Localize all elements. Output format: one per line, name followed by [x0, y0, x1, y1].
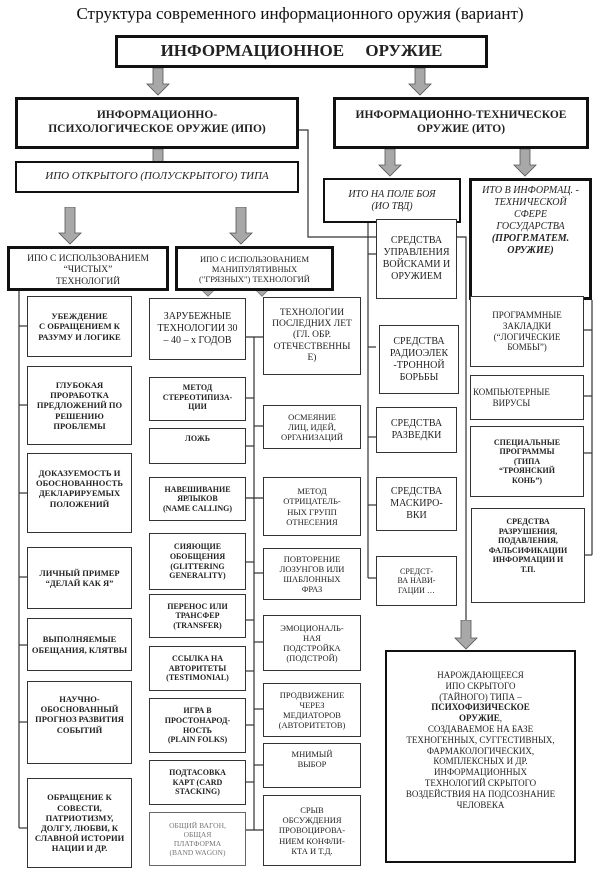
box-clean-technologies: ИПО С ИСПОЛЬЗОВАНИЕМ “ЧИСТЫХ” ТЕХНОЛОГИЙ	[7, 246, 169, 291]
clean-item: ВЫПОЛНЯЕМЫЕ ОБЕЩАНИЯ, КЛЯТВЫ	[27, 618, 132, 671]
hidden-pre: НАРОЖДАЮЩЕЕСЯ ИПО СКРЫТОГО (ТАЙНОГО) ТИП…	[437, 670, 524, 702]
clean-item: УБЕЖДЕНИЕ С ОБРАЩЕНИЕМ К РАЗУМУ И ЛОГИКЕ	[27, 296, 132, 357]
battle-item: СРЕДСТВА УПРАВЛЕНИЯ ВОЙСКАМИ И ОРУЖИЕМ	[376, 219, 457, 299]
info-item: ПРОГРАММНЫЕ ЗАКЛАДКИ (“ЛОГИЧЕСКИЕ БОМБЫ”…	[470, 296, 584, 367]
clean-item: ГЛУБОКАЯ ПРОРАБОТКА ПРЕДЛОЖЕНИЙ ПО РЕШЕН…	[27, 366, 132, 445]
info-item: КОМПЬЮТЕРНЫЕ ВИРУСЫ	[470, 375, 584, 420]
battle-item: СРЕДСТ- ВА НАВИ- ГАЦИИ …	[376, 556, 457, 606]
box-dirty-technologies: ИПО С ИСПОЛЬЗОВАНИЕМ МАНИПУЛЯТИВНЫХ ("ГР…	[175, 246, 334, 291]
dirty-item-domestic: ОСМЕЯНИЕ ЛИЦ, ИДЕЙ, ОРГАНИЗАЦИЙ	[263, 405, 361, 449]
dirty-item-domestic: СРЫВ ОБСУЖДЕНИЯ ПРОВОЦИРОВА- НИЕМ КОНФЛИ…	[263, 795, 361, 866]
battle-item: СРЕДСТВА РАДИОЭЛЕК -ТРОННОЙ БОРЬБЫ	[379, 325, 459, 394]
ito-info-label: ИТО В ИНФОРМАЦ. - ТЕХНИЧЕСКОЙ СФЕРЕ ГОСУ…	[482, 185, 579, 232]
diagram-title: Структура современного информационного о…	[76, 4, 524, 23]
arrow-down-icon	[408, 68, 432, 96]
ito-info-bold-label: (ПРОГР.МАТЕМ. ОРУЖИЕ)	[491, 233, 570, 256]
dirty-item-foreign: МЕТОД СТЕРЕОТИПИЗА- ЦИИ	[149, 377, 246, 421]
clean-item: ДОКАЗУЕМОСТЬ И ОБОСНОВАННОСТЬ ДЕКЛАРИРУЕ…	[27, 453, 132, 533]
box-ipo-open: ИПО ОТКРЫТОГО (ПОЛУСКРЫТОГО) ТИПА	[15, 161, 299, 193]
dirty-item-foreign: ОБЩИЙ ВАГОН, ОБЩАЯ ПЛАТФОРМА (BAND WAGON…	[149, 812, 246, 866]
dirty-item-foreign: ЗАРУБЕЖНЫЕ ТЕХНОЛОГИИ 30 – 40 – х ГОДОВ	[149, 298, 246, 360]
box-ito-battlefield: ИТО НА ПОЛЕ БОЯ (ИО ТВД)	[323, 178, 461, 223]
info-item: СПЕЦИАЛЬНЫЕ ПРОГРАММЫ (ТИПА “ТРОЯНСКИЙ К…	[470, 426, 584, 497]
clean-item: ЛИЧНЫЙ ПРИМЕР “ДЕЛАЙ КАК Я”	[27, 547, 132, 609]
arrow-down-icon	[454, 620, 478, 650]
arrow-down-icon	[513, 149, 537, 177]
dirty-item-foreign: НАВЕШИВАНИЕ ЯРЛЫКОВ (NAME CALLING)	[149, 477, 246, 521]
battle-item: СРЕДСТВА РАЗВЕДКИ	[376, 407, 457, 453]
box-information-weapon: ИНФОРМАЦИОННОЕ ОРУЖИЕ	[115, 35, 488, 68]
hidden-bold: ПСИХОФИЗИЧЕСКОЕ ОРУЖИЕ	[431, 702, 530, 724]
dirty-item-foreign: ССЫЛКА НА АВТОРИТЕТЫ (TESTIMONIAL)	[149, 646, 246, 691]
box-ito: ИНФОРМАЦИОННО-ТЕХНИЧЕСКОЕ ОРУЖИЕ (ИТО)	[333, 97, 589, 149]
dirty-item-foreign: ПЕРЕНОС ИЛИ ТРАНСФЕР (TRANSFER)	[149, 594, 246, 638]
arrow-down-icon	[229, 207, 253, 245]
arrow-down-icon	[146, 68, 170, 96]
dirty-item-domestic: МНИМЫЙ ВЫБОР	[263, 743, 361, 788]
hidden-post: , СОЗДАВАЕМОЕ НА БАЗЕ ТЕХНОГЕННЫХ, СУГГЕ…	[405, 713, 556, 810]
info-item: СРЕДСТВА РАЗРУШЕНИЯ, ПОДАВЛЕНИЯ, ФАЛЬСИФ…	[471, 508, 585, 603]
dirty-item-foreign: ПОДТАСОВКА КАРТ (CARD STACKING)	[149, 760, 246, 805]
battle-item: СРЕДСТВА МАСКИРО- ВКИ	[376, 477, 457, 531]
clean-item: НАУЧНО- ОБОСНОВАННЫЙ ПРОГНОЗ РАЗВИТИЯ СО…	[27, 681, 132, 764]
dirty-item-foreign: ИГРА В ПРОСТОНАРОД- НОСТЬ (PLAIN FOLKS)	[149, 698, 246, 753]
box-ito-info-sphere: ИТО В ИНФОРМАЦ. - ТЕХНИЧЕСКОЙ СФЕРЕ ГОСУ…	[469, 178, 592, 300]
arrow-down-icon	[58, 207, 82, 245]
dirty-item-domestic: ЭМОЦИОНАЛЬ- НАЯ ПОДСТРОЙКА (ПОДСТРОЙ)	[263, 615, 361, 671]
dirty-item-domestic: МЕТОД ОТРИЦАТЕЛЬ- НЫХ ГРУПП ОТНЕСЕНИЯ	[263, 477, 361, 536]
dirty-item-foreign: ЛОЖЬ	[149, 428, 246, 464]
box-ipo: ИНФОРМАЦИОННО- ПСИХОЛОГИЧЕСКОЕ ОРУЖИЕ (И…	[15, 97, 299, 149]
dirty-item-domestic: ПОВТОРЕНИЕ ЛОЗУНГОВ ИЛИ ШАБЛОННЫХ ФРАЗ	[263, 548, 361, 600]
arrow-down-icon	[378, 149, 402, 177]
connector-ipo-to-hidden	[298, 129, 467, 622]
dirty-item-domestic: ПРОДВИЖЕНИЕ ЧЕРЕЗ МЕДИАТОРОВ (АВТОРИТЕТО…	[263, 683, 361, 737]
dirty-item-foreign: СИЯЮЩИЕ ОБОБЩЕНИЯ (GLITTERING GENERALITY…	[149, 533, 246, 590]
box-psychophysical-weapon: НАРОЖДАЮЩЕЕСЯ ИПО СКРЫТОГО (ТАЙНОГО) ТИП…	[385, 650, 576, 863]
clean-item: ОБРАЩЕНИЕ К СОВЕСТИ, ПАТРИОТИЗМУ, ДОЛГУ,…	[27, 778, 132, 868]
dirty-item-domestic: ТЕХНОЛОГИИ ПОСЛЕДНИХ ЛЕТ (ГЛ. ОБР. ОТЕЧЕ…	[263, 297, 361, 375]
